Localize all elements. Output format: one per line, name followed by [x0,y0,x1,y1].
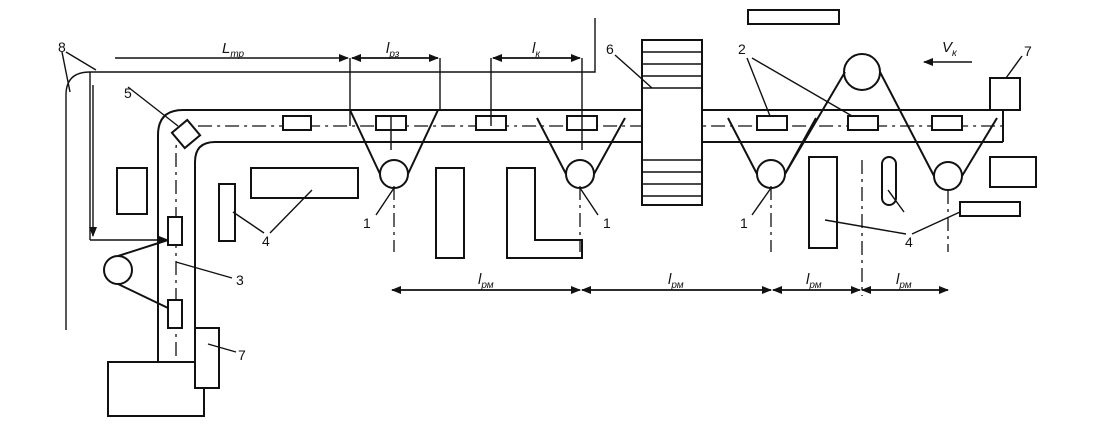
label-6: 6 [606,41,614,57]
label-7-right: 7 [1024,43,1032,59]
pallet [167,216,183,246]
label-5: 5 [124,85,132,101]
label-4-right: 4 [905,234,913,250]
dim-l-k: lк [532,40,541,60]
dim-l-rm-4: lрм [896,271,912,291]
label-1c: 1 [740,215,748,231]
label-4-left: 4 [262,233,270,249]
label-1b: 1 [603,215,611,231]
drive-units [107,55,1023,417]
dim-v-k: Vк [942,39,958,59]
workstations [116,9,1037,259]
label-8: 8 [58,39,66,55]
transport-line [61,18,596,330]
dim-l-rm-2: lрм [668,271,684,291]
dim-l-tr: Lтр [222,40,245,60]
dim-l-rz: lрз [386,40,400,60]
turn-device [127,86,202,150]
pallet [847,115,879,131]
labels: 8 5 3 7 7 4 4 1 1 1 6 2 Lтр lрз lк Vк lр… [58,39,1032,363]
pallet [282,115,312,131]
dimension-lines [115,54,972,296]
label-3: 3 [236,272,244,288]
dim-l-rm-1: lрм [478,271,494,291]
pallet [931,115,963,131]
label-2: 2 [738,41,746,57]
dim-l-rm-3: lрм [806,271,822,291]
pallet [756,115,788,131]
machine [641,39,703,206]
pallets [166,115,963,409]
label-1a: 1 [363,215,371,231]
belt-loops [103,53,998,309]
label-7-left: 7 [238,347,246,363]
conveyor-channel [157,109,1004,410]
pallet [167,299,183,329]
